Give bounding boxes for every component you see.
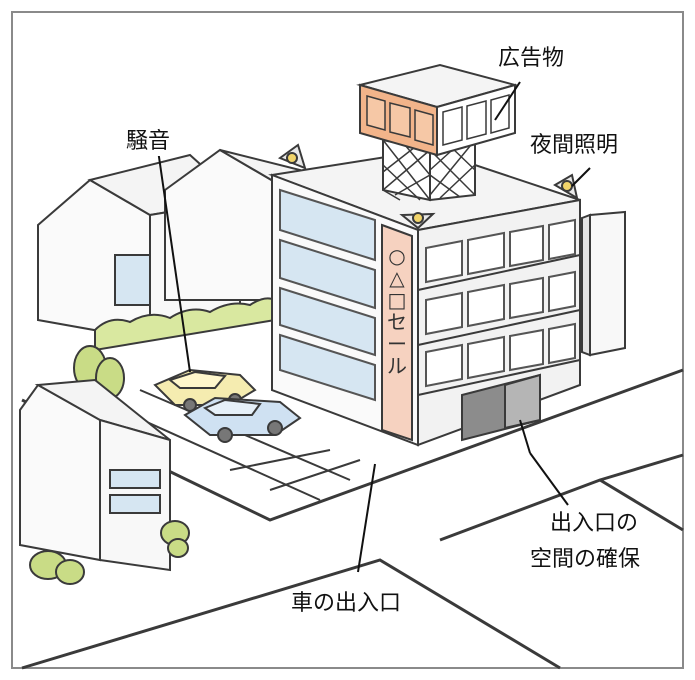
leader-billboard — [494, 81, 521, 121]
leader-lighting — [571, 167, 591, 187]
leader-lines — [157, 81, 591, 573]
road-edge-right-2 — [599, 453, 684, 482]
road-edge-front — [21, 558, 561, 670]
label-entrance-space-line-1: 出入口の — [548, 510, 641, 538]
building-left-windows — [279, 188, 376, 402]
parking-line-4 — [269, 459, 361, 491]
image-frame — [11, 11, 684, 669]
parking-line-3 — [229, 449, 331, 471]
label-billboard: 広告物 — [496, 45, 567, 73]
label-night-lighting: 夜間照明 — [528, 132, 621, 160]
label-entrance-space-line-2: 空間の確保 — [528, 546, 643, 574]
house-front-left — [19, 378, 171, 572]
leader-entrance-ext — [529, 452, 569, 506]
building-right-windows — [425, 218, 576, 388]
label-vehicle-entrance: 車の出入口 — [289, 590, 404, 618]
building-sign-text: ○ △ □ セ ー ル — [387, 244, 407, 378]
leader-vehicle — [357, 463, 376, 573]
vertical-sign — [381, 223, 413, 442]
car-blue — [183, 396, 302, 443]
bushes-front — [29, 520, 190, 585]
hedge — [94, 297, 276, 352]
leader-noise — [157, 149, 191, 373]
label-noise: 騒音 — [124, 128, 173, 156]
side-panel-sign — [581, 210, 626, 357]
leader-entrance — [519, 419, 531, 454]
